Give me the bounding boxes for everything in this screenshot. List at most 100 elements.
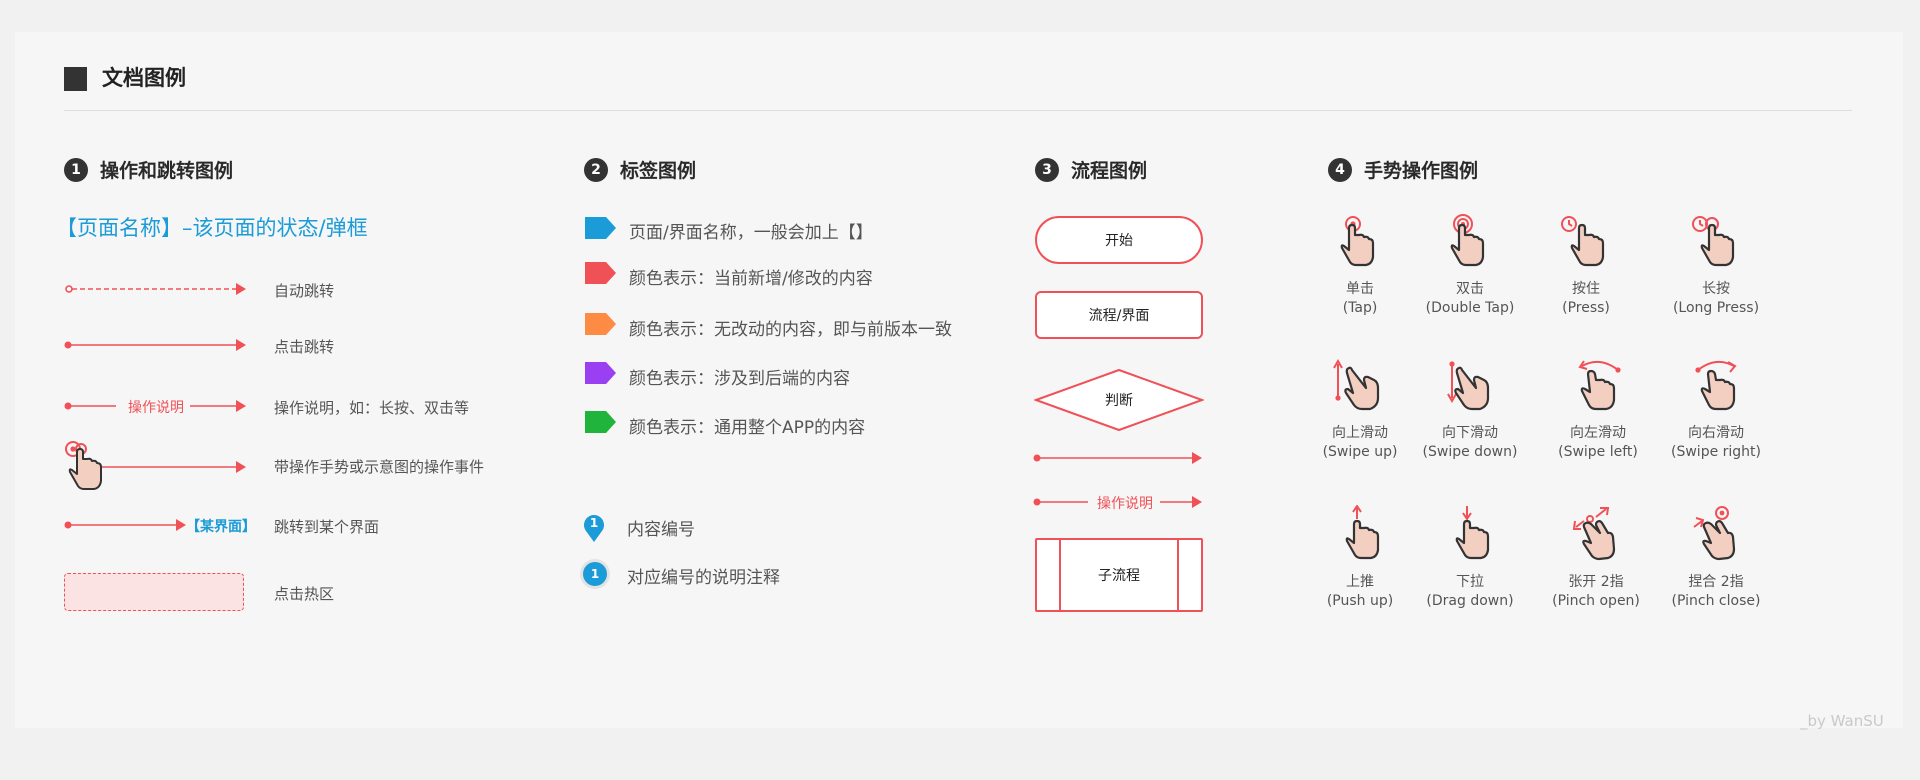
flow-decision [1034,368,1204,432]
s1-arrows [64,283,246,531]
legend-label: 点击热区 [274,585,335,603]
gesture-name-en: (Double Tap) [1425,300,1515,316]
gesture-name-en: (Push up) [1326,593,1394,609]
pin-number: 1 [589,516,599,530]
swipe-up-hand-icon [1333,358,1380,411]
tag-label: 颜色表示：无改动的内容，即与前版本一致 [629,320,952,340]
gesture-double-tap: 双击 (Double Tap) [1405,214,1535,318]
press-hand-icon [1561,216,1605,267]
section-3-heading: 3 流程图例 [1035,156,1147,183]
tag-purple-icon [585,362,616,384]
tag-label: 颜色表示：涉及到后端的内容 [629,369,850,389]
gesture-name: 张开 2指 [1568,574,1624,590]
drag-down-hand-icon [1455,506,1490,560]
section-number: 3 [1035,157,1059,182]
gesture-swipe-up: 向上滑动 (Swipe up) [1295,358,1425,462]
swipe-down-hand-icon [1447,361,1490,411]
tap-hand-icon [65,441,102,490]
section-1-heading: 1 操作和跳转图例 [64,156,233,183]
gesture-name: 捏合 2指 [1688,574,1744,590]
tag-red-icon [585,262,616,284]
gesture-event-arrow [84,461,246,473]
gesture-long-press: 长按 (Long Press) [1651,214,1781,318]
gesture-name-en: (Swipe left) [1558,444,1638,460]
gesture-name-en: (Swipe right) [1671,444,1761,460]
gesture-press: 按住 (Press) [1521,214,1651,318]
flow-start: 开始 [1035,216,1203,264]
gesture-name-en: (Pinch close) [1671,593,1761,609]
inline-screen-name: 【某界面】 [186,519,256,535]
flow-arrows [1033,452,1202,508]
section-4-heading: 4 手势操作图例 [1328,156,1478,183]
page-title: 文档图例 [102,66,186,90]
gesture-pinch-close: 捏合 2指 (Pinch close) [1651,505,1781,611]
gesture-name: 上推 [1346,574,1374,590]
section-number: 2 [584,157,608,182]
page-name-sample: 【页面名称】–该页面的状态/弹框 [56,216,368,240]
header-divider [64,110,1852,111]
note-number-circle-icon: 1 [583,562,607,586]
push-up-hand-icon [1345,505,1380,560]
flow-subprocess-label: 子流程 [1098,568,1140,584]
section-number: 1 [64,157,88,182]
gesture-name-en: (Swipe down) [1422,444,1518,460]
tag-green-icon [585,411,616,433]
gesture-drag-down: 下拉 (Drag down) [1405,505,1535,611]
click-jump-arrow [64,339,246,351]
gesture-swipe-down: 向下滑动 (Swipe down) [1405,358,1535,462]
gesture-name-en: (Long Press) [1672,300,1760,316]
content-number-pin-icon: 1 [582,513,606,543]
gesture-name-en: (Swipe up) [1322,444,1398,460]
long-press-hand-icon [1692,216,1735,267]
marker-label: 对应编号的说明注释 [627,568,780,588]
tap-hand-icon [1340,216,1375,267]
gesture-swipe-right: 向右滑动 (Swipe right) [1651,358,1781,462]
title-marker [64,67,87,91]
swipe-right-hand-icon [1695,360,1737,411]
subprocess-bar [1059,540,1061,610]
auto-jump-arrow [65,283,246,295]
gesture-swipe-left: 向左滑动 (Swipe left) [1533,358,1663,462]
gesture-name-en: (Pinch open) [1552,593,1640,609]
pinch-open-hand-icon [1572,507,1616,561]
legend-label: 自动跳转 [274,282,335,300]
operation-note-arrow [64,400,246,412]
inline-operation-note: 操作说明 [128,400,184,416]
marker-label: 内容编号 [627,520,695,540]
section-title: 标签图例 [620,160,697,182]
gesture-tap: 单击 (Tap) [1295,214,1425,318]
flow-arrow-note: 操作说明 [1097,496,1153,512]
legend-label: 点击跳转 [274,338,335,356]
flow-arrow [1033,452,1202,464]
pinch-close-hand-icon [1693,506,1736,561]
section-title: 手势操作图例 [1364,160,1479,182]
double-tap-hand-icon [1450,214,1485,267]
gesture-name: 双击 [1456,281,1484,297]
tag-orange-icon [585,313,616,335]
author-signature: _by WanSU [1800,712,1884,730]
flow-process: 流程/界面 [1035,291,1203,339]
tag-label: 颜色表示：当前新增/修改的内容 [629,269,873,289]
gesture-name-en: (Tap) [1342,300,1378,316]
gesture-name: 向上滑动 [1332,425,1388,441]
tag-blue-icon [585,217,616,239]
gesture-name: 向左滑动 [1570,425,1626,441]
flow-decision-label: 判断 [1105,393,1133,409]
subprocess-bar [1177,540,1179,610]
legend-label: 操作说明，如：长按、双击等 [274,399,470,417]
section-title: 流程图例 [1071,160,1148,182]
legend-label: 跳转到某个界面 [274,518,380,536]
gesture-name-en: (Press) [1562,300,1610,316]
gesture-name: 向右滑动 [1688,425,1744,441]
gesture-pinch-open: 张开 2指 (Pinch open) [1531,505,1661,611]
hotspot-sample [64,573,244,611]
section-title: 操作和跳转图例 [100,160,234,182]
gesture-name-en: (Drag down) [1426,593,1514,609]
gesture-push-up: 上推 (Push up) [1295,505,1425,611]
gesture-name: 长按 [1702,281,1730,297]
flow-subprocess: 子流程 [1035,538,1203,612]
jump-to-screen-arrow [64,519,186,531]
section-number: 4 [1328,157,1352,182]
gesture-name: 单击 [1346,281,1374,297]
tag-label: 颜色表示：通用整个APP的内容 [629,418,866,438]
